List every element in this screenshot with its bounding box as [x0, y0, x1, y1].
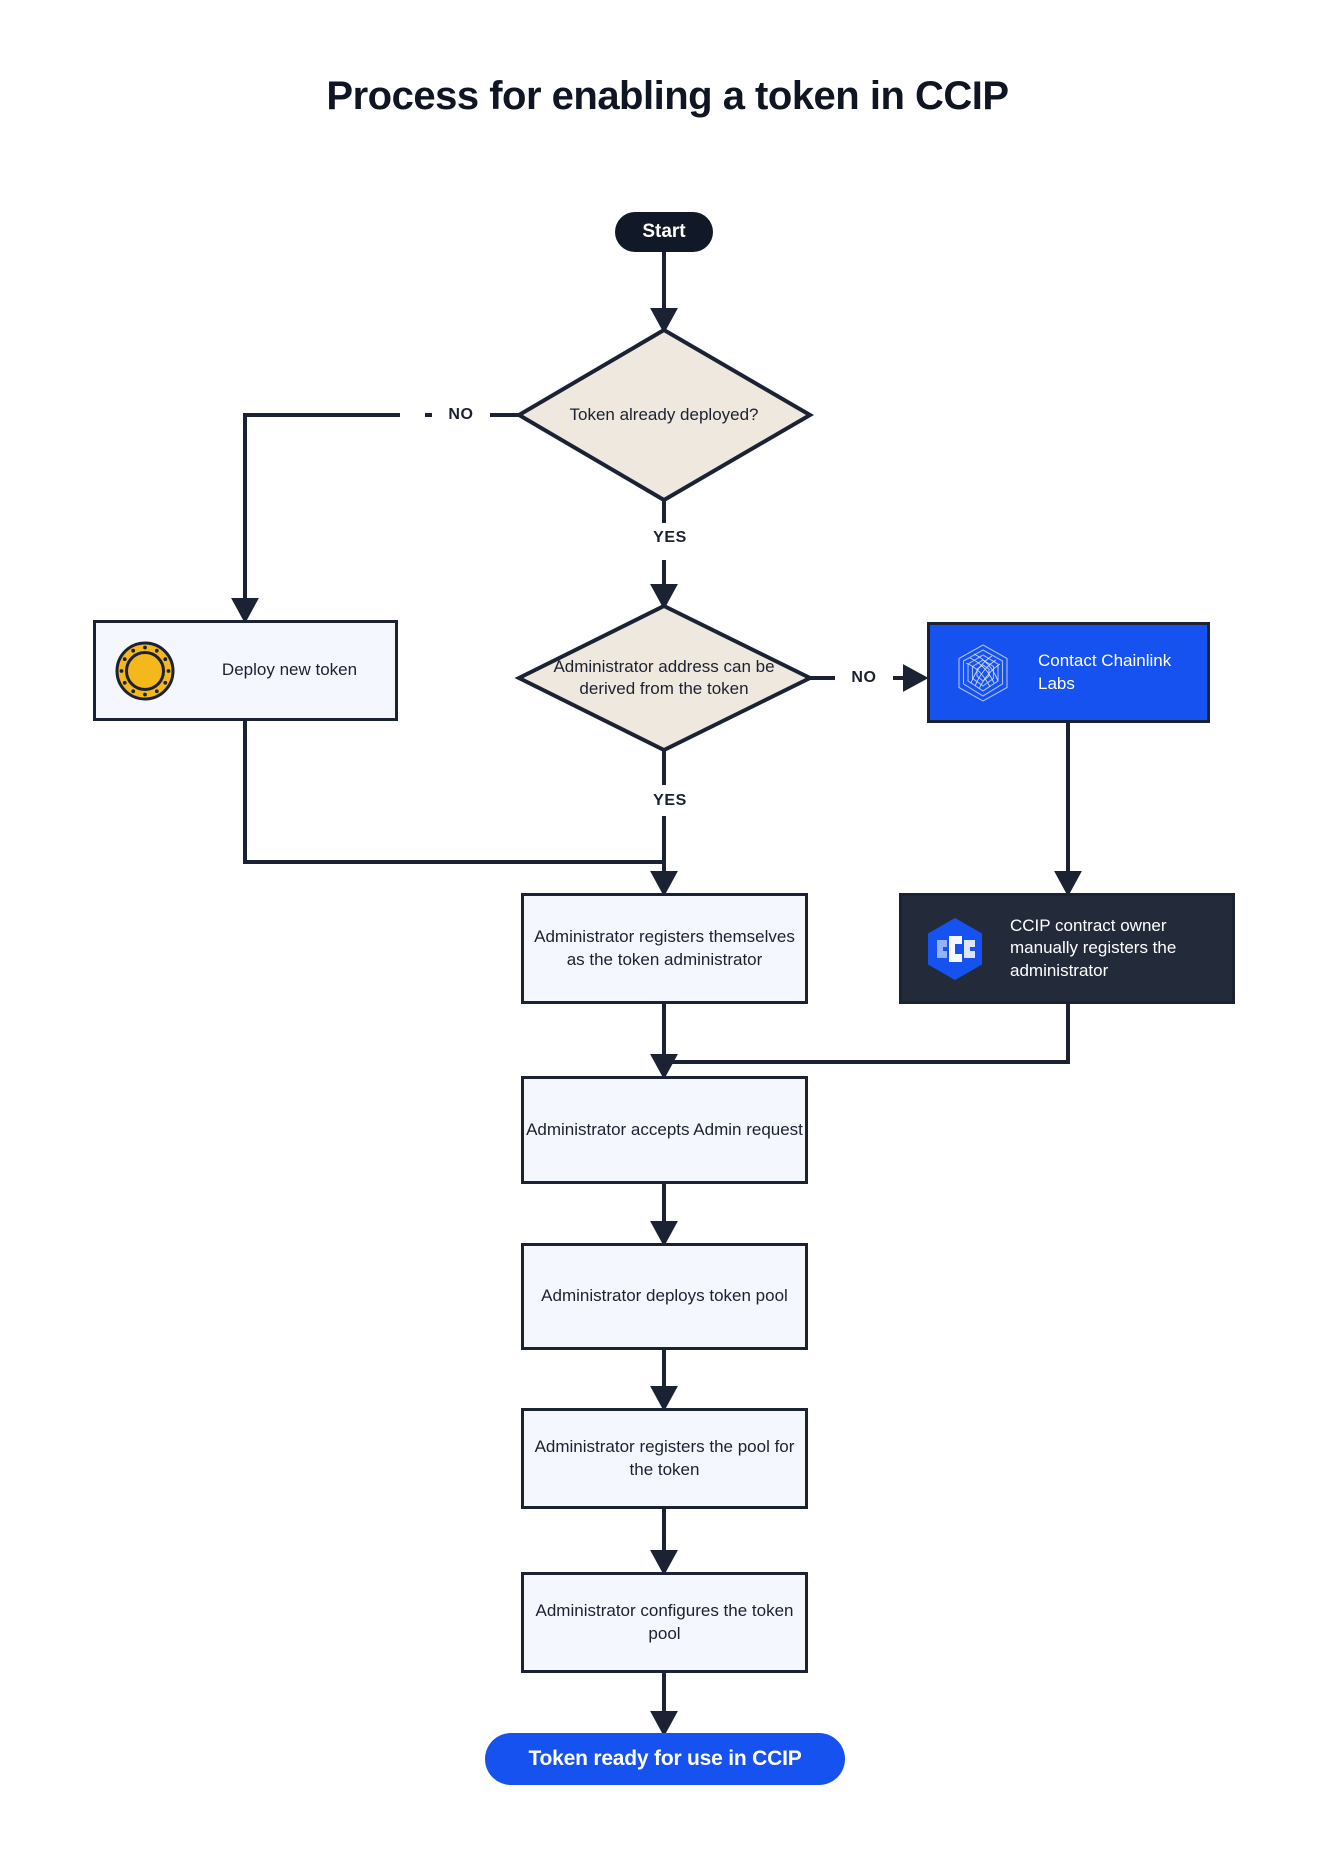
- node-ccip-owner-registers-label: CCIP contract owner manually registers t…: [1010, 915, 1177, 980]
- edge-deploy-to-merge: [243, 721, 664, 864]
- decision-shape-token-deployed: [515, 327, 814, 503]
- node-start[interactable]: Start: [615, 212, 713, 252]
- node-admin-configures-pool[interactable]: Administrator configures the token pool: [521, 1572, 808, 1673]
- node-deploy-new-token-label: Deploy new token: [221, 660, 358, 680]
- node-contact-chainlink-labs-label: Contact Chainlink Labs: [1038, 651, 1172, 693]
- node-token-ready[interactable]: Token ready for use in CCIP: [485, 1733, 845, 1785]
- node-admin-deploys-pool-label: Administrator deploys token pool: [541, 1286, 788, 1306]
- node-token-ready-label: Token ready for use in CCIP: [528, 1747, 802, 1770]
- node-admin-registers-self[interactable]: Administrator registers themselves as th…: [521, 893, 808, 1004]
- node-admin-accepts-request-label: Administrator accepts Admin request: [526, 1119, 803, 1139]
- node-admin-configures-pool-label: Administrator configures the token pool: [535, 1601, 794, 1643]
- ccip-logo-icon: [920, 914, 990, 984]
- node-admin-accepts-request[interactable]: Administrator accepts Admin request: [521, 1076, 808, 1184]
- node-ccip-owner-registers[interactable]: CCIP contract owner manually registers t…: [899, 893, 1235, 1004]
- node-admin-deploys-pool[interactable]: Administrator deploys token pool: [521, 1243, 808, 1350]
- decision-shape-admin-derivable: [514, 603, 815, 753]
- edge-deployed-no-b: [231, 413, 400, 624]
- edge-ccip-owner-to-merge: [664, 1004, 1070, 1064]
- chainlink-logo-icon: [950, 640, 1016, 706]
- node-contact-chainlink-labs[interactable]: Contact Chainlink Labs: [927, 622, 1210, 723]
- node-admin-registers-pool[interactable]: Administrator registers the pool for the…: [521, 1408, 808, 1509]
- node-admin-registers-self-label: Administrator registers themselves as th…: [534, 927, 795, 969]
- node-deploy-new-token[interactable]: Deploy new token: [93, 620, 398, 721]
- gold-coin-icon: [114, 640, 176, 702]
- node-start-label: Start: [642, 221, 686, 242]
- node-admin-registers-pool-label: Administrator registers the pool for the…: [534, 1437, 795, 1479]
- page-title: Process for enabling a token in CCIP: [326, 74, 1009, 118]
